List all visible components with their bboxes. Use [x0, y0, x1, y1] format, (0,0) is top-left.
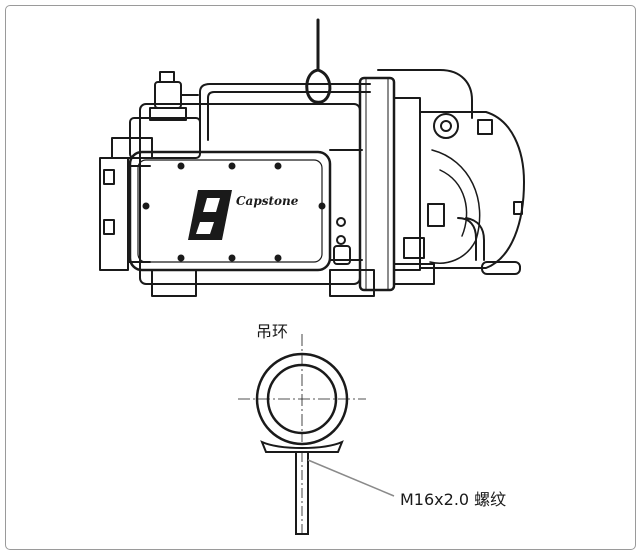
thread-spec-label: M16x2.0 螺纹 [400, 490, 507, 509]
front-panel [128, 150, 332, 272]
top-pipe [199, 83, 371, 141]
lifting-ring-label: 吊环 [256, 322, 289, 341]
brand-logo-text: Capstone [236, 194, 299, 208]
flange-plate [358, 76, 421, 292]
top-valve [149, 71, 199, 121]
turbine-housing [377, 69, 525, 285]
capstone-emblem [188, 190, 232, 240]
lifting-cable [305, 18, 332, 104]
lifting-ring-detail [238, 334, 395, 535]
panel-bolts [142, 162, 326, 262]
left-housing [99, 117, 201, 271]
figure-frame [5, 5, 636, 550]
